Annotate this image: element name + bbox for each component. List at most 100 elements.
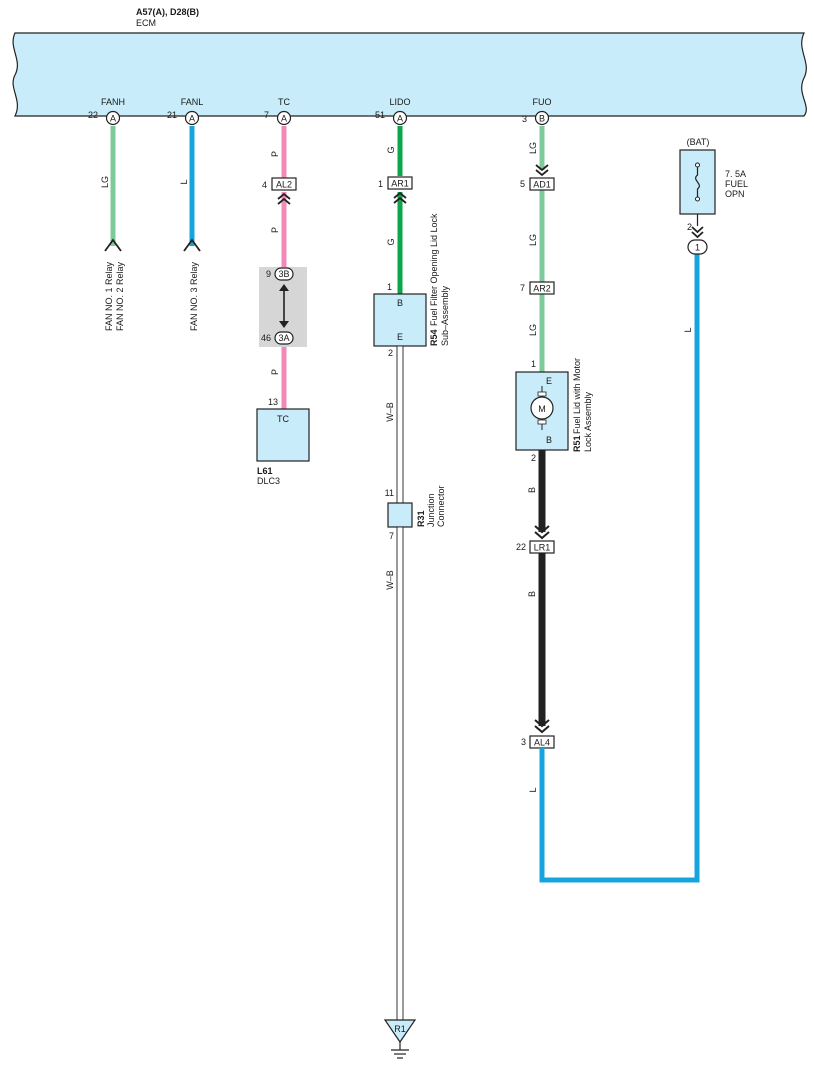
pin-ad1: 5 — [520, 179, 525, 189]
fuse-name2: OPN — [725, 189, 745, 199]
conn-ar2-id: AR2 — [533, 284, 551, 294]
r54-name1: Fuel Filter Opening Lid Lock — [429, 213, 439, 326]
conn-ar2 — [529, 281, 555, 295]
r31-name2: Connector — [436, 485, 446, 527]
conn-lido — [392, 110, 408, 126]
wire-b-1 — [538, 450, 546, 532]
conn-ad1-id: AD1 — [533, 180, 551, 190]
arrow-lr1 — [534, 525, 550, 540]
conn-3b — [274, 267, 294, 281]
conn-fuo — [534, 110, 550, 126]
dlc3-box — [256, 408, 310, 462]
pin-al2: 4 — [262, 180, 267, 190]
color-lido-1: G — [386, 146, 396, 153]
color-fanl: L — [179, 179, 189, 184]
motor-brush-bot — [537, 419, 547, 425]
conn-3a — [274, 331, 294, 345]
ecm-name: ECM — [136, 18, 156, 28]
fuse-term-top — [695, 162, 700, 168]
conn-al2 — [271, 177, 297, 191]
arrow-fanh — [104, 238, 122, 252]
color-tc-3: P — [270, 369, 280, 375]
pin-r54-top: 1 — [387, 282, 392, 292]
fuse-name1: FUEL — [725, 179, 748, 189]
pin-3b: 9 — [266, 269, 271, 279]
pin-r51-bot: 2 — [531, 453, 536, 463]
conn-fuse — [687, 239, 708, 255]
fuse-rating: 7. 5A — [725, 169, 746, 179]
r54-term-e: E — [397, 332, 403, 342]
pin-ar1: 1 — [378, 179, 383, 189]
conn-fanl — [184, 110, 200, 126]
dlc-ref: L61 — [257, 466, 273, 476]
wire-wb-2 — [396, 526, 404, 1021]
wire-lido-2 — [397, 192, 403, 294]
color-l-2: L — [683, 327, 693, 332]
ecm-connectors: A57(A), D28(B) — [136, 7, 199, 17]
r54-name2: Sub–Assembly — [440, 285, 450, 346]
conn-tc-id: A — [281, 114, 287, 124]
wire-fuo-1 — [539, 126, 545, 170]
conn-fanh-id: A — [110, 114, 116, 124]
signal-tc: TC — [278, 97, 290, 107]
pin-3a: 46 — [261, 333, 271, 343]
dlc-terminal: TC — [277, 414, 289, 424]
wire-fuo-2 — [539, 190, 545, 282]
color-fuo-2: LG — [528, 234, 538, 246]
color-lido-2: G — [386, 238, 396, 245]
pin-lr1: 22 — [516, 542, 526, 552]
color-b-2: B — [527, 591, 537, 597]
conn-ar1 — [387, 176, 413, 190]
conn-al2-id: AL2 — [276, 180, 292, 190]
signal-fanl: FANL — [181, 97, 204, 107]
conn-ad1 — [529, 177, 555, 191]
wire-tc-3 — [281, 346, 287, 410]
color-l-1: L — [528, 787, 538, 792]
pin-fanh: 22 — [88, 110, 98, 120]
ecm-block — [12, 32, 807, 117]
wire-tc-1 — [281, 126, 287, 178]
conn-lido-id: A — [397, 114, 403, 124]
wire-tc-2 — [281, 192, 287, 268]
arrow-fanl — [183, 238, 201, 252]
ground-symbol — [383, 1019, 417, 1044]
pin-lido: 51 — [375, 110, 385, 120]
ground-id: R1 — [394, 1024, 406, 1034]
pin-r31-bot: 7 — [389, 531, 394, 541]
r54-term-b: B — [397, 298, 403, 308]
conn-ar1-id: AR1 — [391, 179, 409, 189]
pin-dlc: 13 — [268, 397, 278, 407]
label-fan1-relay: FAN NO. 1 Relay — [104, 262, 114, 332]
color-b-1: B — [527, 487, 537, 493]
fuse-supply: (BAT) — [687, 137, 710, 147]
wire-fuo-3 — [539, 294, 545, 372]
r31-ref: R31 — [416, 510, 426, 527]
wire-fanh — [110, 126, 116, 246]
color-tc-2: P — [270, 227, 280, 233]
r51-term-e: E — [546, 376, 552, 386]
color-wb-2: W–B — [385, 570, 395, 590]
conn-fanh — [105, 110, 121, 126]
arrow-al2 — [277, 192, 291, 205]
pin-r31-top: 11 — [385, 488, 394, 498]
arrow-ar1 — [393, 191, 407, 204]
color-wb-1: W–B — [385, 402, 395, 422]
label-fan3-relay: FAN NO. 3 Relay — [189, 262, 199, 332]
arrow-ad1 — [535, 164, 549, 177]
arrow-al4 — [534, 719, 550, 734]
arrow-fuse — [691, 226, 704, 239]
signal-lido: LIDO — [389, 97, 410, 107]
fuse-term-bot — [695, 196, 700, 202]
signal-fuo: FUO — [533, 97, 552, 107]
conn-3b-id: 3B — [278, 269, 289, 279]
motor-icon — [530, 396, 554, 420]
conn-al4-id: AL4 — [534, 738, 550, 748]
pin-fanl: 21 — [167, 110, 177, 120]
wire-lido-1 — [397, 126, 403, 176]
wire-wb-1 — [396, 345, 404, 504]
pin-r51-top: 1 — [531, 359, 536, 369]
fuse-icon — [695, 167, 700, 197]
color-fanh: LG — [100, 176, 110, 188]
r51-ref: R51 — [572, 435, 582, 452]
